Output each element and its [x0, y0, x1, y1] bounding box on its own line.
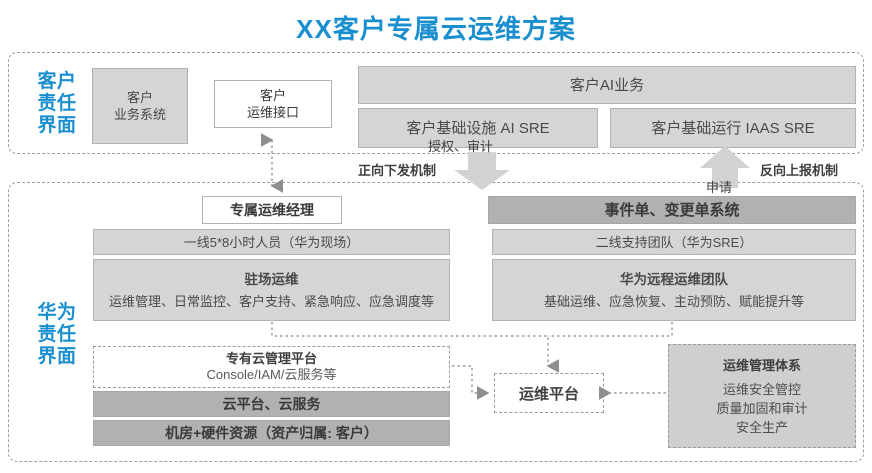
remote-ops-title: 华为远程运维团队 — [620, 271, 728, 287]
huawei-responsibility-zone — [8, 182, 864, 462]
customer-zone-label-line1: 客户 — [37, 71, 77, 92]
ops-management-line-2: 质量加固和审计 — [716, 401, 808, 416]
box-dedicated-ops-manager[interactable]: 专属运维经理 — [202, 196, 342, 224]
customer-zone-label-line3: 界面 — [37, 115, 77, 136]
onsite-ops-title: 驻场运维 — [244, 271, 299, 287]
box-second-line-team[interactable]: 二线支持团队（华为SRE） — [492, 229, 856, 255]
customer-responsibility-zone — [8, 52, 864, 154]
box-cloud-platform-services[interactable]: 云平台、云服务 — [93, 391, 450, 417]
private-cloud-title: 专有云管理平台 — [225, 351, 317, 366]
thick-up-arrow-icon — [698, 146, 752, 188]
label-forward-mechanism: 正向下发机制 — [358, 163, 437, 178]
box-ops-platform[interactable]: 运维平台 — [494, 373, 604, 413]
label-reverse-mechanism: 反向上报机制 — [760, 163, 839, 178]
box-first-line-team[interactable]: 一线5*8小时人员（华为现场） — [93, 229, 450, 255]
thick-down-arrow-icon — [452, 152, 512, 190]
box-customer-infra-iaas-sre[interactable]: 客户基础运行 IAAS SRE — [610, 108, 856, 148]
huawei-zone-label-line1: 华为 — [37, 302, 77, 323]
ops-management-line-3: 安全生产 — [735, 420, 788, 435]
label-authorize-audit: 授权、审计 — [428, 139, 494, 154]
ops-management-title: 运维管理体系 — [722, 358, 801, 373]
onsite-ops-desc: 运维管理、日常监控、客户支持、紧急响应、应急调度等 — [108, 293, 434, 309]
box-customer-ops-interface[interactable]: 客户 运维接口 — [214, 80, 332, 128]
page-title: XX客户专属云运维方案 — [296, 13, 576, 44]
private-cloud-sub: Console/IAM/云服务等 — [206, 367, 337, 382]
box-customer-infra-ai-sre[interactable]: 客户基础设施 AI SRE — [358, 108, 598, 148]
box-hardware-resources[interactable]: 机房+硬件资源（资产归属: 客户） — [93, 420, 450, 446]
ops-management-line-1: 运维安全管控 — [722, 382, 801, 397]
customer-business-system-line2: 业务系统 — [113, 107, 166, 122]
box-customer-ai-business[interactable]: 客户AI业务 — [358, 66, 856, 104]
label-apply: 申请 — [706, 180, 733, 195]
box-onsite-ops[interactable]: 驻场运维 运维管理、日常监控、客户支持、紧急响应、应急调度等 — [93, 259, 450, 321]
box-ticket-system[interactable]: 事件单、变更单系统 — [488, 196, 856, 224]
box-private-cloud-platform[interactable]: 专有云管理平台 Console/IAM/云服务等 — [93, 346, 450, 388]
remote-ops-desc: 基础运维、应急恢复、主动预防、赋能提升等 — [543, 293, 804, 309]
customer-zone-label-line2: 责任 — [37, 93, 77, 114]
customer-ops-interface-line1: 客户 — [259, 88, 286, 103]
huawei-zone-label-line3: 界面 — [37, 346, 77, 367]
box-customer-business-system[interactable]: 客户 业务系统 — [92, 68, 188, 144]
huawei-zone-label-line2: 责任 — [37, 324, 77, 345]
box-remote-ops-team[interactable]: 华为远程运维团队 基础运维、应急恢复、主动预防、赋能提升等 — [492, 259, 856, 321]
customer-ops-interface-line2: 运维接口 — [246, 105, 299, 120]
customer-business-system-line1: 客户 — [126, 90, 153, 105]
box-ops-management-system[interactable]: 运维管理体系 运维安全管控 质量加固和审计 安全生产 — [668, 344, 856, 448]
huawei-zone-label: 华为 责任 界面 — [22, 292, 92, 378]
customer-zone-label: 客户 责任 界面 — [22, 62, 92, 146]
